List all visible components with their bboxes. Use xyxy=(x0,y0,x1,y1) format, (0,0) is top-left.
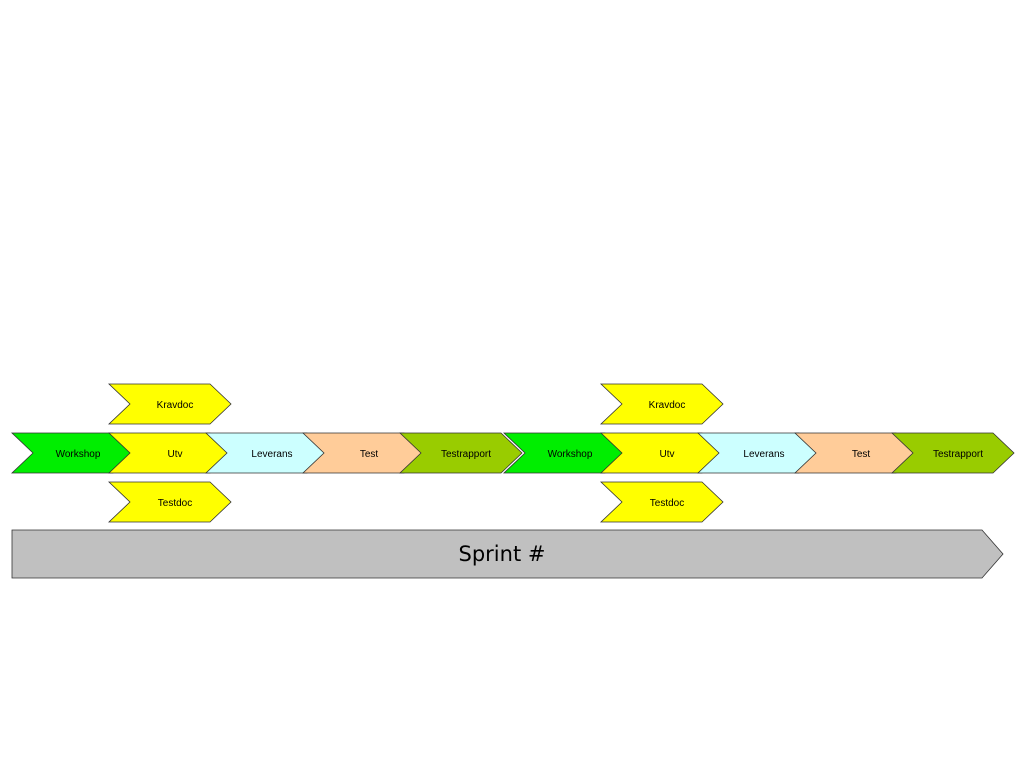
chevron-testdoc-1: Testdoc xyxy=(108,481,232,523)
sprint-bar-arrow xyxy=(11,529,1004,579)
chevron-kravdoc-2-label: Kravdoc xyxy=(649,400,686,411)
sprint-bar: Sprint # xyxy=(11,529,1004,579)
chevron-utv-2-label: Utv xyxy=(660,449,675,460)
chevron-kravdoc-1: Kravdoc xyxy=(108,383,232,425)
chevron-leverans-1-label: Leverans xyxy=(251,449,292,460)
chevron-workshop-1-label: Workshop xyxy=(56,449,101,460)
chevron-kravdoc-2-shape xyxy=(600,383,724,425)
chevron-test-1-label: Test xyxy=(360,449,379,460)
sprint-bar-label: Sprint # xyxy=(459,542,546,566)
chevron-kravdoc-2: Kravdoc xyxy=(600,383,724,425)
chevron-testdoc-2-shape xyxy=(600,481,724,523)
chevron-testrapport-2-label: Testrapport xyxy=(933,449,983,460)
chevron-group: Workshop Utv Leverans Test Testrapport Kravdo… xyxy=(11,383,1015,523)
chevron-testdoc-1-label: Testdoc xyxy=(158,498,192,509)
chevron-testrapport-2-shape xyxy=(891,432,1015,474)
chevron-testrapport-2: Testrapport xyxy=(891,432,1015,474)
chevron-leverans-2-label: Leverans xyxy=(743,449,784,460)
chevron-testdoc-1-shape xyxy=(108,481,232,523)
chevron-utv-1-label: Utv xyxy=(168,449,183,460)
chevron-workshop-2-label: Workshop xyxy=(548,449,593,460)
chevron-test-2-label: Test xyxy=(852,449,871,460)
chevron-kravdoc-1-shape xyxy=(108,383,232,425)
chevron-testrapport-1: Testrapport xyxy=(399,432,523,474)
chevron-testdoc-2: Testdoc xyxy=(600,481,724,523)
chevron-kravdoc-1-label: Kravdoc xyxy=(157,400,194,411)
chevron-testdoc-2-label: Testdoc xyxy=(650,498,684,509)
chevron-testrapport-1-shape xyxy=(399,432,523,474)
chevron-testrapport-1-label: Testrapport xyxy=(441,449,491,460)
